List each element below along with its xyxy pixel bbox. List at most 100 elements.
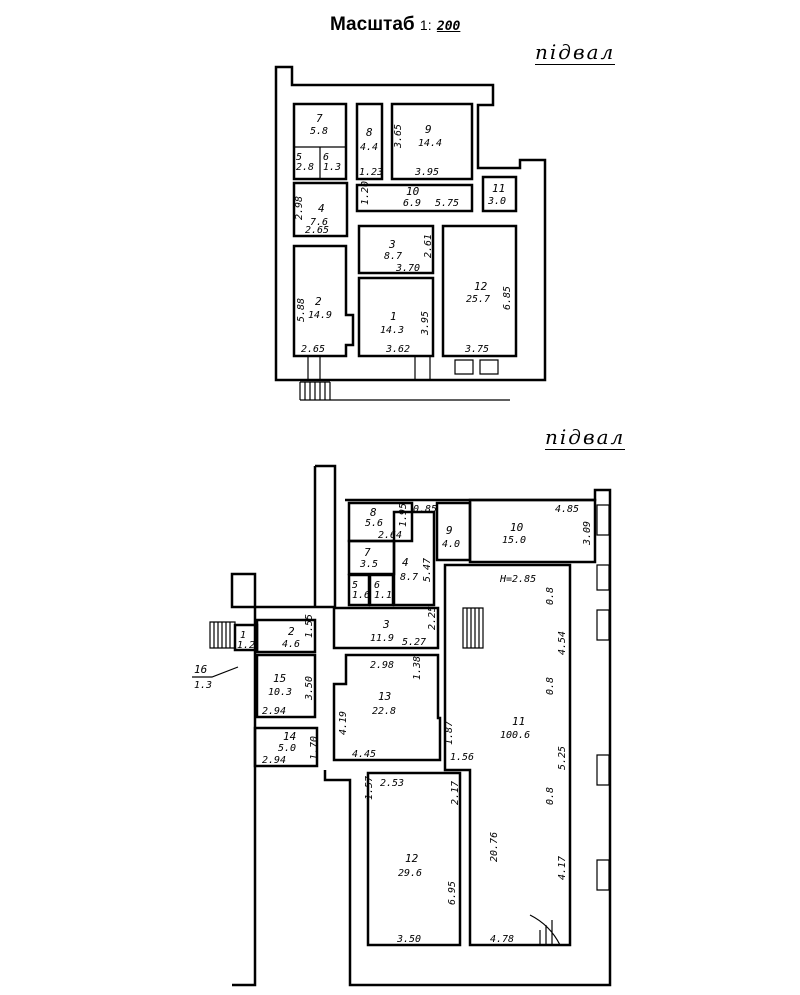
dimension: 2.25 [427, 606, 438, 630]
room-number: 7 [364, 546, 371, 559]
dimension: 2.53 [380, 778, 404, 789]
leader-line [192, 666, 239, 678]
dimension: 3.70 [395, 263, 420, 274]
room-area: 8.7 [400, 572, 418, 583]
dimension: 2.94 [262, 755, 286, 766]
room-number: 6 [323, 152, 329, 163]
dimension: 0.85 [413, 504, 437, 515]
dimension: 5.25 [557, 746, 568, 770]
room-number: 9 [425, 123, 432, 136]
room-area: 4.0 [442, 539, 460, 550]
room-area: 1.3 [323, 162, 341, 173]
dimension: 2.94 [262, 706, 286, 717]
room-area: 5.8 [310, 126, 328, 137]
room-area: 7.6 [310, 217, 328, 228]
room-number: 16 [194, 663, 208, 676]
room-area: 1.2 [237, 640, 255, 651]
dimension: 1.20 [360, 181, 371, 205]
room-area: 14.3 [380, 325, 404, 336]
room-number: 5 [352, 580, 358, 591]
dimension: 3.65 [393, 124, 404, 149]
room-area: 10.3 [268, 687, 292, 698]
dimension: 2.64 [378, 530, 402, 541]
room-number: 13 [378, 690, 391, 703]
dimension: 4.19 [338, 711, 349, 735]
dimension: 1.70 [309, 736, 320, 760]
dimension: 5.47 [422, 558, 433, 582]
room-area: 5.6 [365, 518, 383, 529]
dimension: 3.95 [420, 311, 431, 336]
dimension: 4.85 [555, 504, 579, 515]
room-number: 6 [374, 580, 380, 591]
dimension: 4.17 [557, 856, 568, 880]
plan-bottom [209, 464, 612, 987]
dimension: 1.95 [398, 503, 409, 527]
dimension: 3.62 [385, 344, 410, 355]
room-number: 1 [240, 630, 246, 641]
room-labels-top: 1 14.3 2 14.9 3 8.7 4 7.6 5 2.8 6 1.3 7 … [296, 112, 506, 336]
floor-label-top: підвал [535, 40, 616, 65]
scale-title: Масштаб 1: 200 [330, 14, 460, 36]
room-area: 14.9 [308, 310, 332, 321]
plan-top [274, 65, 547, 401]
room-area: 1.3 [194, 680, 212, 691]
room-area: 15.0 [502, 535, 526, 546]
dimension: 4.54 [557, 631, 568, 655]
room-number: 4 [402, 556, 409, 569]
room-area: 2.8 [296, 162, 314, 173]
room-labels-bottom: 1 1.2 2 4.6 3 11.9 4 8.7 5 1.6 6 1.1 7 3… [192, 506, 530, 879]
room-area: 4.4 [360, 142, 378, 153]
room-area: 1.6 [352, 590, 370, 601]
dimension: 5.75 [435, 198, 459, 209]
room-number: 10 [510, 521, 524, 534]
room-number: 3 [388, 238, 396, 251]
dimension: 5.88 [296, 298, 307, 322]
dimension: 1.87 [444, 721, 455, 745]
room-number: 3 [382, 618, 390, 631]
scale-prefix: 1: [419, 17, 432, 33]
room-number: 4 [318, 202, 325, 215]
room-area: 29.6 [398, 868, 422, 879]
dimension: 4.78 [490, 934, 514, 945]
room-number: 11 [492, 182, 505, 195]
room-area: 100.6 [500, 730, 530, 741]
room-number: 15 [273, 672, 286, 685]
dimension: 1.56 [450, 752, 474, 763]
dimension: 3.75 [464, 344, 489, 355]
room-area: 6.9 [403, 198, 421, 209]
room-number: 8 [366, 126, 373, 139]
room-number: 1 [390, 310, 397, 323]
dimension: 1.38 [412, 656, 423, 680]
room-number: 8 [370, 506, 377, 519]
room-area: 11.9 [370, 633, 394, 644]
room-number: 12 [474, 280, 488, 293]
dimensions-bottom: 2.64 1.95 0.85 5.47 4.85 3.09 H=2.85 1.5… [262, 503, 593, 945]
dimension: 2.98 [294, 196, 305, 220]
dimension: 2.17 [450, 781, 461, 805]
room-number: 11 [512, 715, 525, 728]
dimension: 2.65 [305, 225, 329, 236]
room-number: 14 [283, 730, 296, 743]
room-area: 25.7 [466, 294, 490, 305]
dimension: 1.55 [304, 614, 315, 638]
room-number: 2 [315, 295, 322, 308]
dimension: 4.45 [352, 749, 376, 760]
dimension: 0.8 [545, 787, 556, 805]
room-number: 10 [406, 185, 420, 198]
dimension: 6.95 [447, 881, 458, 905]
room-number: 2 [288, 625, 295, 638]
room-area: 3.5 [359, 559, 378, 570]
dimension: 5.27 [402, 637, 426, 648]
room-area: 14.4 [418, 138, 442, 149]
room-area: 8.7 [384, 251, 402, 262]
dimension: 3.95 [414, 167, 439, 178]
room-area: 4.6 [282, 639, 300, 650]
dimension: 2.98 [370, 660, 394, 671]
title-text: Масштаб [330, 14, 415, 35]
room-number: 7 [316, 112, 323, 125]
floor-label-bottom: підвал [545, 425, 626, 450]
room-area: 1.1 [374, 590, 392, 601]
dimension: 3.50 [396, 934, 421, 945]
dimension: 1.57 [364, 776, 375, 800]
